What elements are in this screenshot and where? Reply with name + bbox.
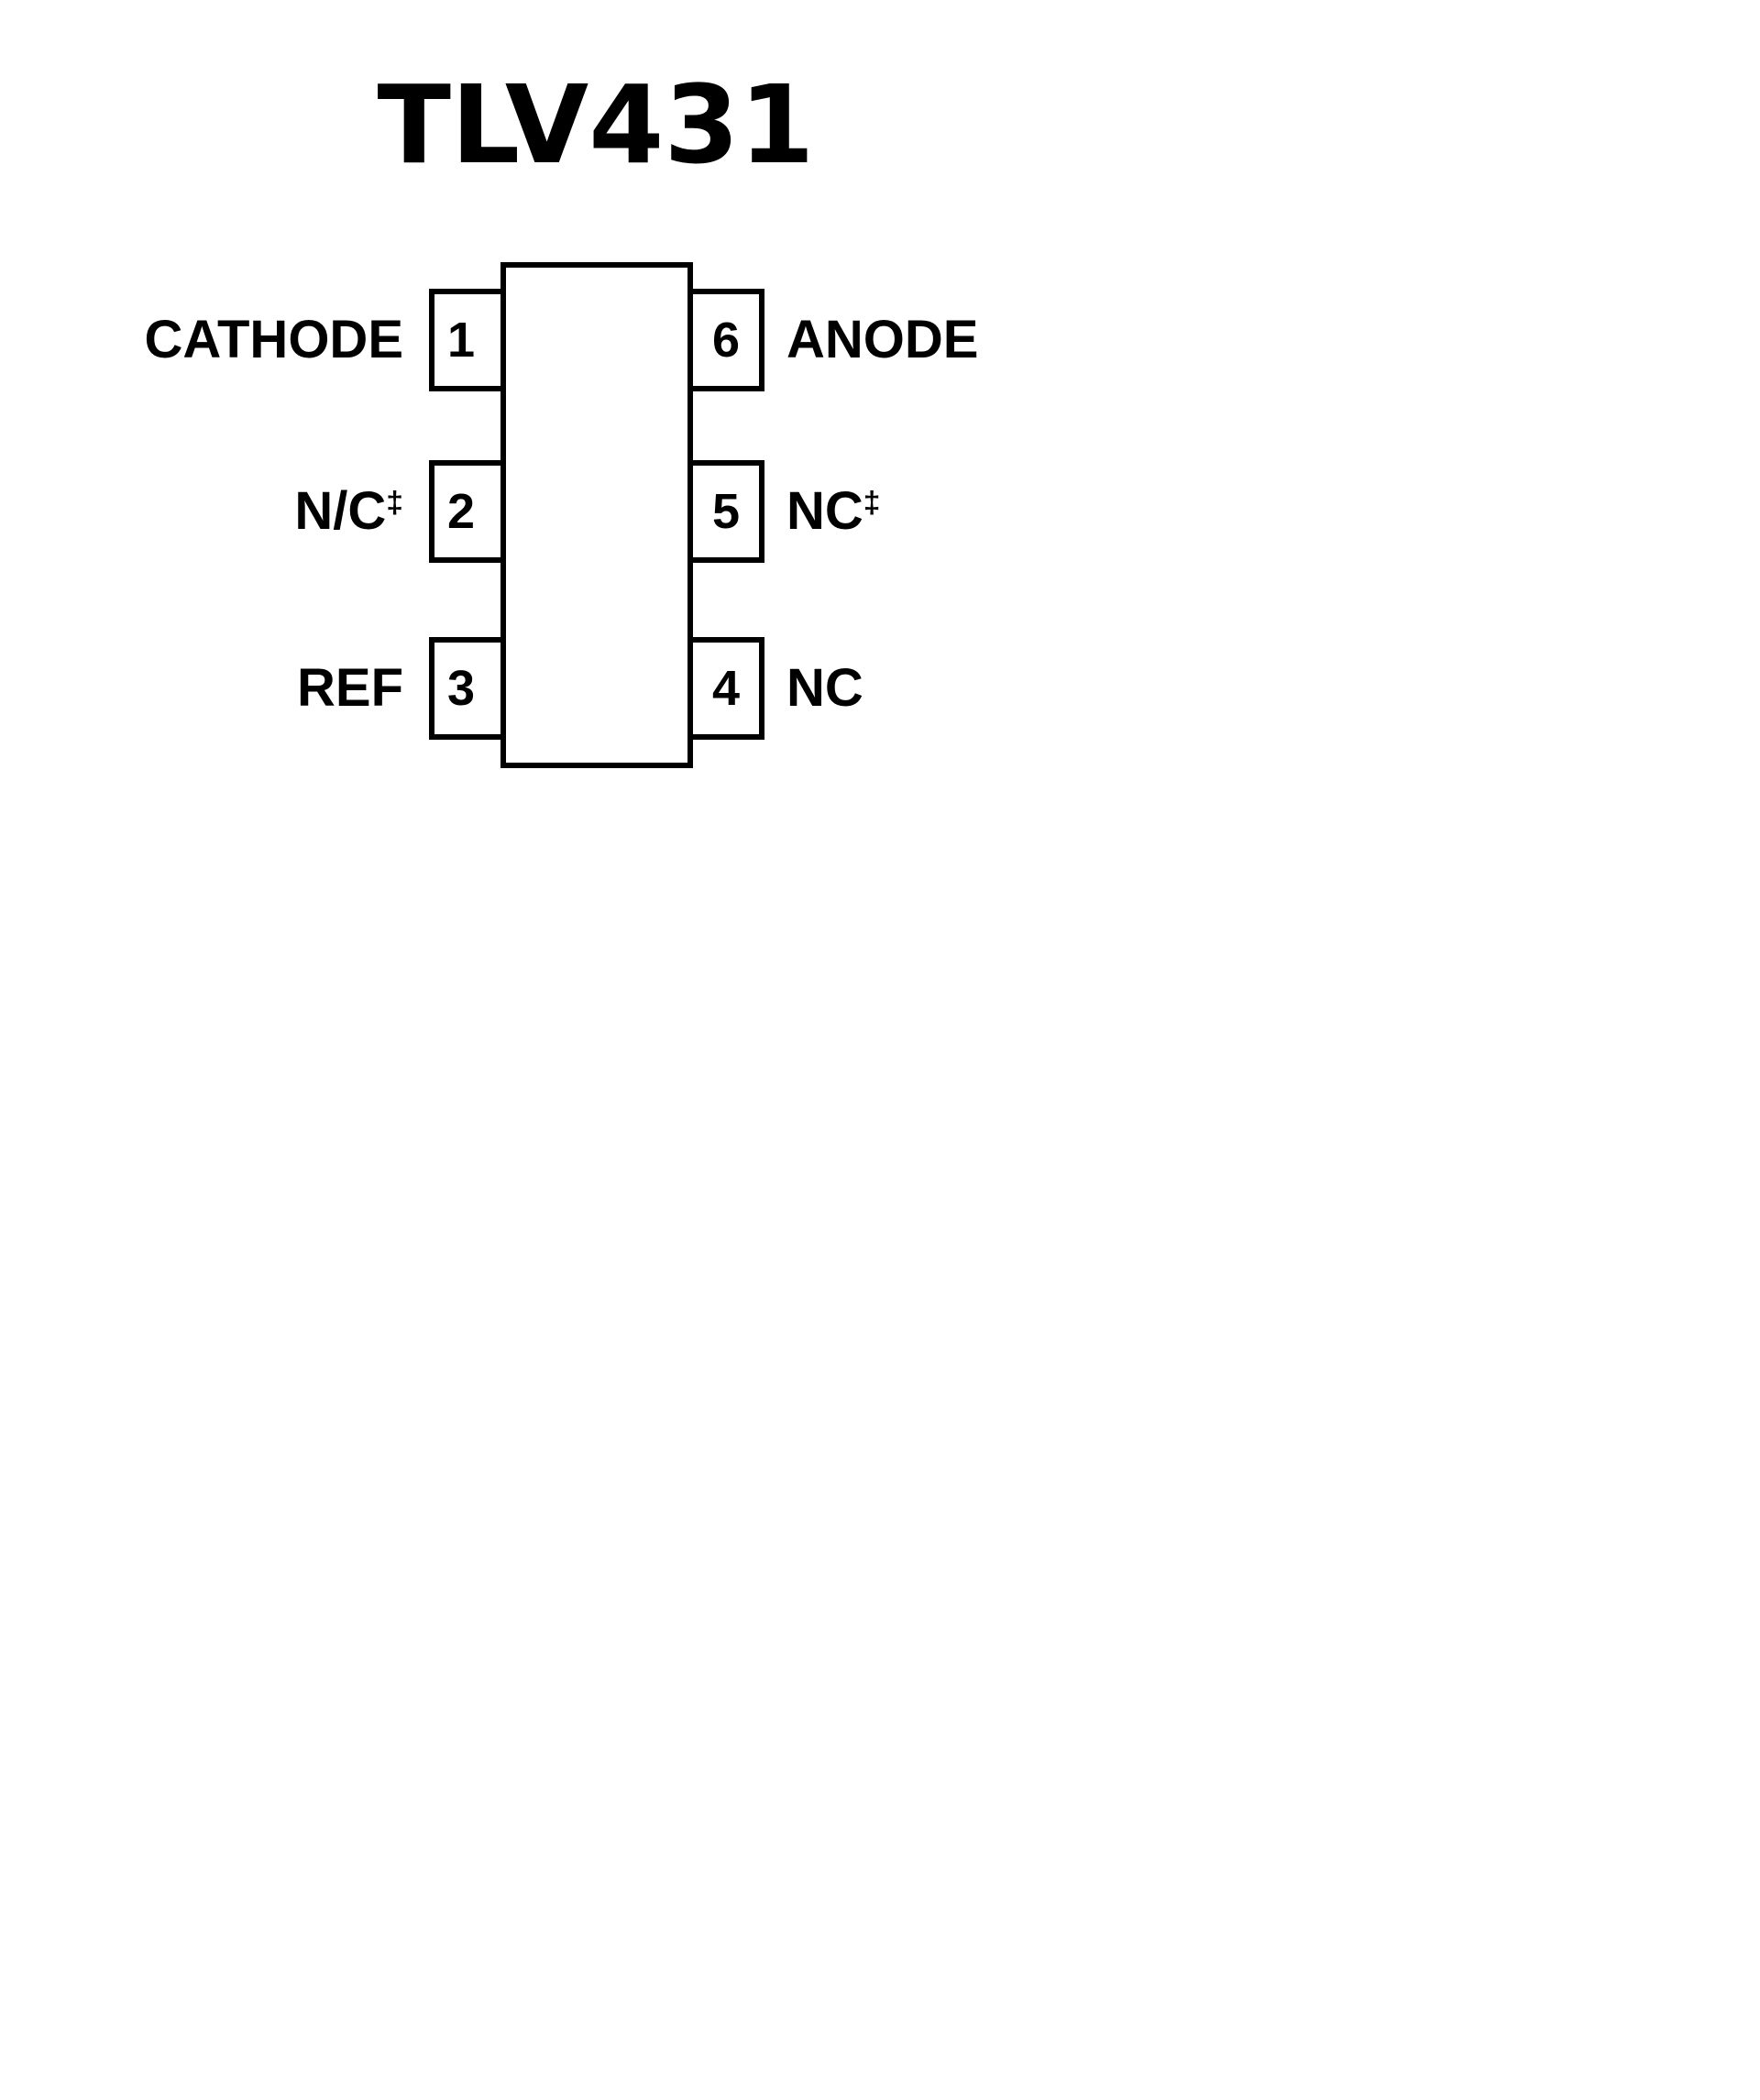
pin-6-number: 6 xyxy=(711,313,741,368)
pin-6-label-text: ANODE xyxy=(786,310,979,369)
pin-6-box: 6 xyxy=(688,289,764,391)
pin-1-number: 1 xyxy=(446,313,476,368)
pin-1-box: 1 xyxy=(429,289,506,391)
pin-6-label: ANODE xyxy=(786,289,1172,391)
pin-3-number: 3 xyxy=(446,661,476,716)
pin-2-label-text: N/C xyxy=(294,481,387,541)
pin-5-number: 5 xyxy=(711,484,741,539)
pin-4-label: NC xyxy=(786,637,1172,740)
pin-4-number: 4 xyxy=(711,661,741,716)
pin-1-label-text: CATHODE xyxy=(144,310,403,369)
pin-5-label-text: NC xyxy=(786,481,864,541)
pin-2-number: 2 xyxy=(446,484,476,539)
pin-4-box: 4 xyxy=(688,637,764,740)
pin-4-label-text: NC xyxy=(786,658,864,718)
pin-2-box: 2 xyxy=(429,460,506,563)
page-title: TLV431 xyxy=(377,61,815,188)
pin-3-label-text: REF xyxy=(297,658,403,718)
pin-3-label: REF xyxy=(92,637,403,740)
pin-5-box: 5 xyxy=(688,460,764,563)
pin-5-label-sup: ‡ xyxy=(863,485,881,520)
ic-body xyxy=(500,262,693,768)
pin-2-label: N/C‡ xyxy=(92,460,403,563)
pin-2-label-sup: ‡ xyxy=(386,485,403,520)
pin-1-label: CATHODE xyxy=(92,289,403,391)
pin-3-box: 3 xyxy=(429,637,506,740)
pin-5-label: NC‡ xyxy=(786,460,1172,563)
